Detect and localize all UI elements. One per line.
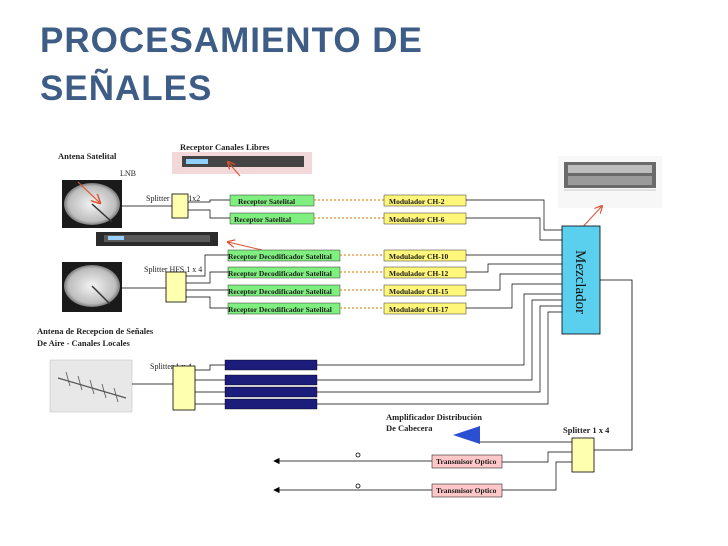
receiver-label-4: Receptor Decodificador Satelital <box>228 269 332 278</box>
receiver-modulator-links <box>314 199 384 309</box>
local-channel-box <box>224 386 318 398</box>
satellite-dish-1-image <box>62 180 122 228</box>
combiner-equipment-image <box>558 156 662 208</box>
local-channel-box <box>224 398 318 410</box>
receiver-label-3: Receptor Decodificador Satelital <box>228 252 332 261</box>
splitter-1x4-right <box>571 437 595 473</box>
transmitter-row-2: Transmisor Optico <box>431 483 503 498</box>
modulator-label-3: Modulador CH-10 <box>389 252 448 261</box>
receiver-row-1: Receptor Satelital <box>229 194 315 207</box>
split-line <box>186 271 228 284</box>
satellite-dish-2-image <box>62 262 122 312</box>
decoder-device-image <box>96 232 218 246</box>
free-channel-receiver-image <box>172 152 312 174</box>
splitter-hfs-1x2 <box>171 193 189 219</box>
receiver-row-6: Receptor Decodificador Satelital <box>227 302 341 315</box>
aerial-antenna-image <box>49 359 133 413</box>
receiver-row-5: Receptor Decodificador Satelital <box>227 284 341 297</box>
receiver-label-6: Receptor Decodificador Satelital <box>228 305 332 314</box>
receiver-label-1: Receptor Satelital <box>238 197 295 206</box>
antena-aire-label-1: Antena de Recepcion de Señales <box>37 326 154 336</box>
fiber-connector-icon <box>355 483 361 489</box>
antena-satelital-label: Antena Satelital <box>58 151 117 161</box>
receiver-label-2: Receptor Satelital <box>234 215 291 224</box>
splitter-hfs-1x4 <box>165 271 187 303</box>
split-line <box>188 199 230 203</box>
fiber-connector-icon <box>355 452 361 458</box>
receiver-row-3: Receptor Decodificador Satelital <box>227 249 341 262</box>
mezclador-to-splitter-line <box>592 279 633 451</box>
modulator-row-6: Modulador CH-17 <box>383 302 467 315</box>
transmitter-label-2: Transmisor Optico <box>436 486 497 495</box>
page-title-line2: SEÑALES <box>40 69 212 108</box>
local-channel-boxes <box>224 359 318 410</box>
page-title-line1: PROCESAMIENTO DE <box>40 21 423 60</box>
splitter-1x4-left-label: Splitter 1 x 4 <box>150 362 192 371</box>
receptor-canales-libres-label: Receptor Canales Libres <box>180 142 270 152</box>
amplifier-icon <box>453 426 480 444</box>
splitter-output-lines <box>480 441 572 491</box>
amplificador-label-2: De Cabecera <box>386 423 433 433</box>
modulator-row-2: Modulador CH-6 <box>383 212 467 225</box>
local-channel-lines <box>317 293 562 405</box>
amplificador-label-1: Amplificador Distribución <box>386 412 482 422</box>
local-channel-box <box>224 374 318 386</box>
decoder-pointer-arrow <box>228 242 263 251</box>
split-line <box>186 296 228 309</box>
modulator-label-1: Modulador CH-2 <box>389 197 445 206</box>
splitter-1x4-right-label: Splitter 1 x 4 <box>563 425 610 435</box>
receiver-row-2: Receptor Satelital <box>229 212 315 225</box>
mezclador-label: Mezclador <box>572 250 588 314</box>
receptor-libres-pointer-arrow <box>228 162 241 177</box>
lnb-label: LNB <box>120 169 136 178</box>
modulator-row-5: Modulador CH-15 <box>383 284 467 297</box>
modulator-label-4: Modulador CH-12 <box>389 269 448 278</box>
modulator-row-3: Modulador CH-10 <box>383 249 467 262</box>
modulator-label-6: Modulador CH-17 <box>389 305 448 314</box>
receiver-label-5: Receptor Decodificador Satelital <box>228 287 332 296</box>
split-line <box>188 209 230 219</box>
mezclador-block: Mezclador <box>561 225 601 335</box>
modulator-mezclador-lines <box>466 199 562 309</box>
receiver-row-4: Receptor Decodificador Satelital <box>227 266 341 279</box>
split-line <box>186 254 228 277</box>
modulator-row-4: Modulador CH-12 <box>383 266 467 279</box>
antena-aire-label-2: De Aire - Canales Locales <box>37 338 131 348</box>
local-channel-box <box>224 359 318 371</box>
splitter-hfs-1x4-label: Splitter HFS 1 x 4 <box>144 265 202 274</box>
split-line <box>195 364 225 371</box>
transmitter-row-1: Transmisor Optico <box>431 454 503 469</box>
modulator-label-2: Modulador CH-6 <box>389 215 445 224</box>
modulator-label-5: Modulador CH-15 <box>389 287 448 296</box>
modulator-row-1: Modulador CH-2 <box>383 194 467 207</box>
splitter-1x4-left <box>172 365 196 411</box>
transmitter-label-1: Transmisor Optico <box>436 457 497 466</box>
